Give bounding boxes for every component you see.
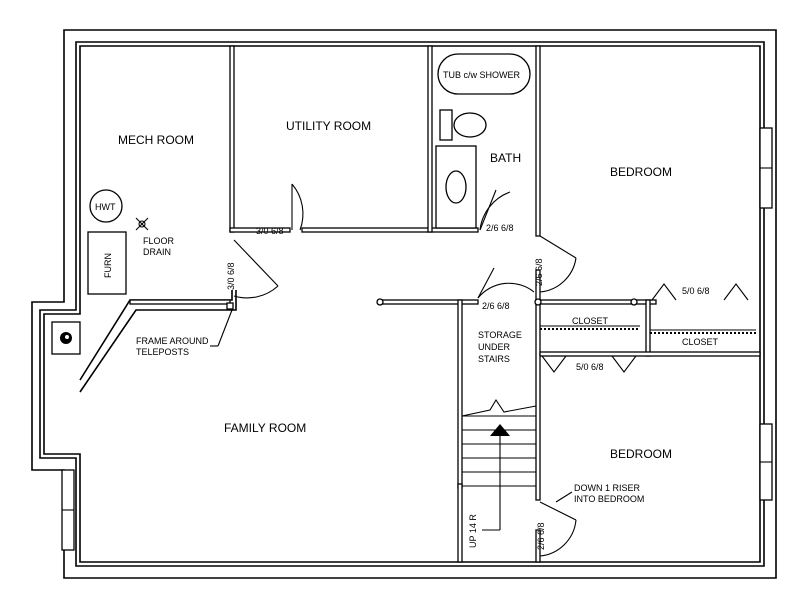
closet-right-label: CLOSET: [682, 337, 719, 347]
stairs-up-label: UP 14 R: [468, 514, 478, 548]
door-mech: [233, 239, 279, 299]
door-bedroom-top: [539, 235, 577, 293]
toilet: [439, 109, 487, 141]
stairs: [461, 398, 537, 487]
window-right-top: [759, 127, 773, 209]
storage-label-2: UNDER: [478, 342, 511, 352]
hot-water-tank: [89, 189, 123, 223]
telepost-frame: [226, 302, 234, 310]
tub: [437, 53, 531, 95]
door-bedroom-bottom: [539, 501, 577, 557]
leader-lines: [210, 309, 573, 503]
bifold-closet-top: [651, 283, 749, 301]
furnace-label: FURN: [103, 253, 113, 278]
riser-note-1: DOWN 1 RISER: [574, 483, 641, 493]
closet-top-door-label: 5/0 6/8: [682, 286, 710, 296]
bedroom-bottom-label: BEDROOM: [610, 447, 672, 461]
door-mech-label: 3/0 6/8: [226, 262, 236, 290]
closet-bottom-door-label: 5/0 6/8: [576, 362, 604, 372]
door-bath-label: 2/6 6/8: [486, 223, 514, 233]
bedroom-top-label: BEDROOM: [610, 165, 672, 179]
window-right-bottom: [759, 423, 773, 501]
closet-right-rail: [650, 329, 756, 334]
closet-left-rail: [540, 325, 640, 330]
door-storage: [477, 267, 535, 299]
floor-drain-note-1: FLOOR: [143, 236, 175, 246]
door-utility: [291, 183, 304, 231]
frame-note-1: FRAME AROUND: [136, 336, 209, 346]
storage-label-1: STORAGE: [478, 330, 522, 340]
mech-room-label: MECH ROOM: [118, 133, 194, 147]
window-left: [61, 469, 75, 551]
tub-label: TUB c/w SHOWER: [443, 70, 521, 80]
door-bedroom-top-label: 2/6 6/8: [534, 258, 544, 286]
stairs-up-arrow-icon: [482, 424, 510, 531]
riser-note-2: INTO BEDROOM: [574, 494, 644, 504]
closet-left-label: CLOSET: [572, 316, 609, 326]
bath-label: BATH: [490, 151, 521, 165]
utility-room-label: UTILITY ROOM: [286, 119, 371, 133]
interior-walls: [79, 45, 761, 563]
sump-pit-icon: [51, 321, 81, 355]
door-storage-label: 2/6 6/8: [482, 301, 510, 311]
vanity: [435, 145, 477, 229]
storage-label-3: STAIRS: [478, 354, 510, 364]
door-bath: [479, 189, 511, 231]
frame-note-2: TELEPOSTS: [136, 347, 189, 357]
family-room-label: FAMILY ROOM: [224, 421, 306, 435]
floor-drain-note-2: DRAIN: [143, 247, 171, 257]
bifold-closet-bottom: [541, 355, 637, 373]
hwt-label: HWT: [95, 202, 116, 212]
door-bedroom-bottom-label: 2/6 6/8: [536, 522, 546, 550]
door-utility-label: 3/0 6/8: [256, 226, 284, 236]
furnace: [87, 231, 127, 295]
floor-drain-icon: [135, 217, 149, 231]
